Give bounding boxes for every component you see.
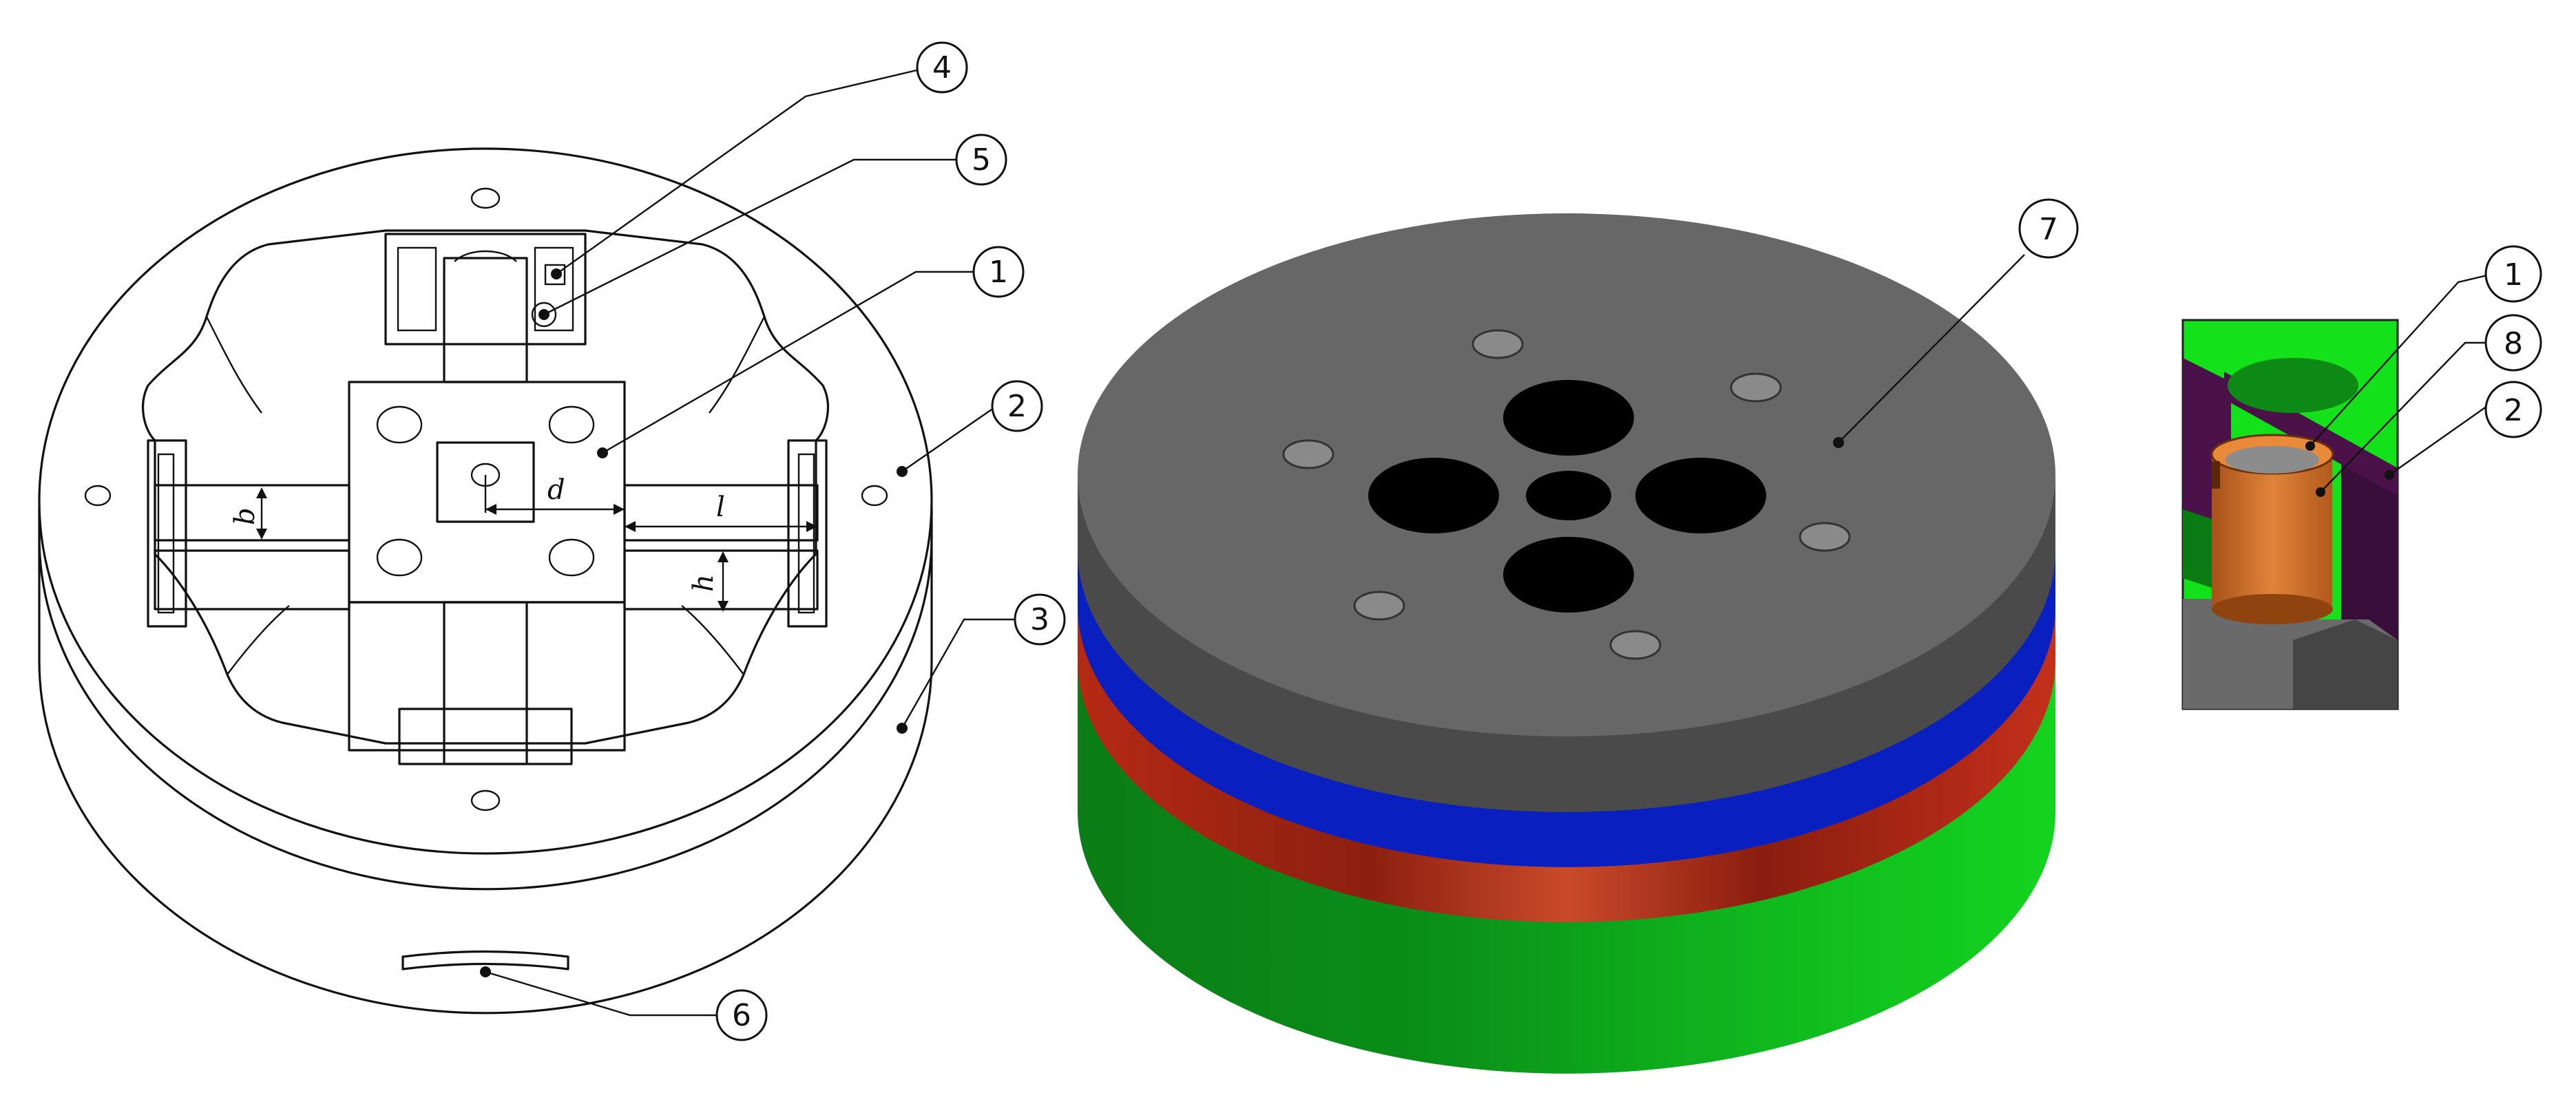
dimension-d: d bbox=[484, 474, 625, 515]
beam-left-lower bbox=[154, 549, 350, 611]
dim-label-d: d bbox=[547, 474, 565, 506]
svg-text:8: 8 bbox=[2504, 326, 2523, 361]
dimension-l: l bbox=[625, 491, 817, 532]
svg-text:1: 1 bbox=[989, 255, 1008, 290]
svg-text:2: 2 bbox=[2504, 393, 2523, 428]
beam-left-upper bbox=[154, 484, 350, 542]
beam-right-upper bbox=[623, 484, 819, 542]
svg-text:7: 7 bbox=[2039, 212, 2058, 247]
clamp-left-inner bbox=[157, 453, 175, 614]
copper-sleeve-bore bbox=[2226, 446, 2319, 474]
rim-hole-top bbox=[470, 187, 501, 209]
callout-2: 2 bbox=[991, 380, 1043, 432]
hex-base-dark bbox=[2293, 619, 2398, 709]
svg-text:4: 4 bbox=[932, 50, 952, 85]
callout-4: 4 bbox=[916, 41, 968, 94]
inner-cutout-rib-left bbox=[205, 316, 262, 414]
mid-parting-line bbox=[38, 536, 933, 891]
clamp-left bbox=[147, 439, 187, 628]
callout-7: 7 bbox=[2018, 198, 2079, 259]
bottom-outline bbox=[38, 506, 933, 1015]
hole-small-center bbox=[1526, 471, 1611, 520]
tapped-hole-4 bbox=[1799, 522, 1851, 552]
element-4 bbox=[544, 264, 566, 286]
dimension-h: h bbox=[688, 551, 729, 612]
hole-big-left bbox=[1368, 458, 1499, 533]
line-drawing: b d l h bbox=[38, 41, 1066, 1041]
dimension-b: b bbox=[229, 487, 267, 540]
central-platform-front bbox=[348, 601, 626, 752]
copper-sleeve-slot bbox=[2212, 461, 2220, 489]
platform-hole-bl bbox=[376, 538, 423, 577]
svg-text:1: 1 bbox=[2504, 257, 2523, 293]
bottom-slot bbox=[401, 950, 569, 970]
platform-hole-tr bbox=[548, 405, 595, 444]
hole-big-bottom bbox=[1503, 537, 1634, 613]
platform-hole-br bbox=[548, 538, 595, 577]
clamp-top bbox=[384, 233, 587, 346]
svg-text:3: 3 bbox=[1030, 602, 1049, 637]
svg-text:5: 5 bbox=[972, 142, 991, 178]
svg-text:2: 2 bbox=[1007, 389, 1027, 424]
leaders-left bbox=[480, 67, 1019, 1017]
detail-view: 1 8 2 bbox=[2181, 245, 2542, 710]
tapped-hole-6 bbox=[1609, 630, 1662, 660]
tapped-hole-3 bbox=[1282, 439, 1334, 469]
tapped-hole-1 bbox=[1472, 329, 1524, 359]
callout-5: 5 bbox=[955, 134, 1007, 186]
clamp-right bbox=[787, 439, 828, 628]
central-platform bbox=[348, 381, 626, 604]
callout-1: 1 bbox=[972, 246, 1025, 298]
rim-hole-right bbox=[861, 485, 888, 507]
rim-hole-bottom bbox=[470, 789, 501, 811]
tapped-hole-2 bbox=[1730, 372, 1782, 403]
callout-3: 3 bbox=[1014, 593, 1066, 646]
copper-sleeve-bottom bbox=[2212, 594, 2333, 624]
beam-bottom bbox=[443, 601, 528, 765]
beam-top bbox=[443, 257, 528, 383]
inner-cutout bbox=[142, 229, 829, 745]
central-block bbox=[436, 441, 535, 523]
rim-hole-left bbox=[84, 485, 112, 507]
clamp-right-inner bbox=[797, 453, 815, 614]
platform-hole-tl bbox=[376, 405, 423, 444]
inner-cutout-rib-lower-left bbox=[227, 605, 290, 675]
dim-label-h: h bbox=[688, 574, 720, 592]
clamp-top-slot-right bbox=[534, 246, 574, 332]
dim-label-l: l bbox=[716, 491, 725, 523]
inner-cutout-rib-lower-right bbox=[681, 605, 744, 675]
callout-detail-2: 2 bbox=[2484, 381, 2542, 438]
clamp-top-cap bbox=[454, 250, 517, 262]
callout-6: 6 bbox=[715, 989, 768, 1041]
dim-label-b: b bbox=[229, 507, 261, 525]
hole-big-right bbox=[1635, 458, 1766, 533]
inner-cutout-rib-right bbox=[709, 316, 766, 414]
top-face-outline bbox=[38, 147, 933, 855]
element-5 bbox=[531, 301, 557, 328]
callout-detail-8: 8 bbox=[2484, 314, 2542, 372]
clamp-top-slot-left bbox=[397, 246, 437, 332]
svg-text:6: 6 bbox=[732, 998, 751, 1033]
render-3d: 7 bbox=[1078, 198, 2079, 1074]
tapped-hole-5 bbox=[1353, 591, 1405, 621]
green-opening bbox=[2228, 358, 2358, 413]
copper-sleeve bbox=[2212, 454, 2332, 609]
clamp-bottom bbox=[398, 708, 573, 765]
callout-detail-1: 1 bbox=[2484, 245, 2542, 303]
beam-right-lower bbox=[623, 549, 819, 611]
hole-big-top bbox=[1503, 380, 1634, 456]
